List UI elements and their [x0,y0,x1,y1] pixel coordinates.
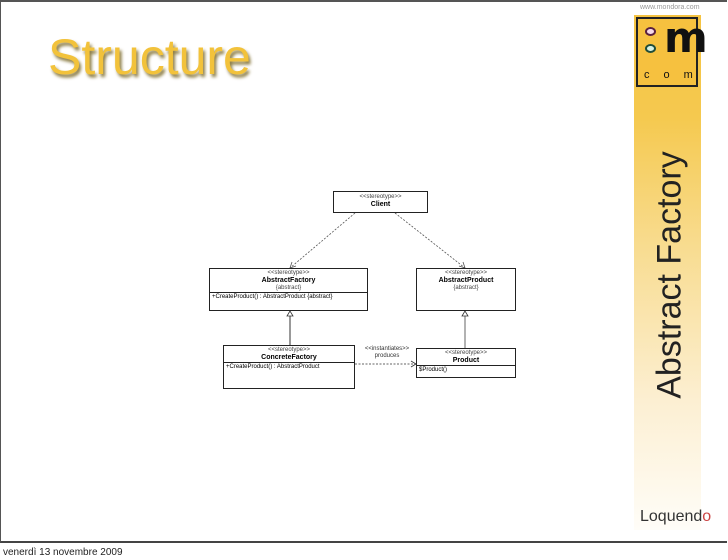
slide-frame [0,0,727,543]
sponsor-name: Loquend [640,508,703,525]
class-operation: $Product() [417,365,515,374]
brand-strip [634,15,701,530]
stereotype: <<stereotype>> [267,347,311,353]
client-to-factory-arrow [289,212,356,269]
stereotype: <<stereotype>> [444,270,488,276]
client-to-product-arrow [394,212,466,269]
logo-dot-icon [645,27,656,36]
class-concrete-factory: <<stereotype>> ConcreteFactory +CreatePr… [223,345,355,389]
footer-date: venerdì 13 novembre 2009 [3,547,123,558]
class-client: <<stereotype>> Client [333,191,428,213]
logo-com: com [644,69,707,81]
class-product: <<stereotype>> Product $Product() [416,348,516,378]
sponsor-name-last: o [702,508,712,525]
class-abstract-product: <<stereotype>> AbstractProduct {abstract… [416,268,516,311]
class-name: AbstractProduct [438,277,494,284]
class-note: {abstract} [275,285,302,291]
relation-name: produces [374,353,400,359]
mondora-logo: m com [636,13,708,87]
logo-letter: m [664,13,708,62]
relation-label: <<instantiates>> produces [362,346,412,360]
logo-dot-icon [645,44,656,53]
slide-title: Structure [48,29,251,85]
relation-stereotype: <<instantiates>> [364,346,410,352]
class-name: AbstractFactory [261,277,316,284]
class-name: Client [370,201,391,208]
class-note: {abstract} [453,285,479,291]
class-name: Product [452,357,480,364]
stereotype: <<stereotype>> [267,270,310,276]
stereotype: <<stereotype>> [359,194,402,200]
brand-url: www.mondora.com [640,4,700,11]
class-operation: +CreateProduct() : AbstractProduct [224,362,354,371]
stereotype: <<stereotype>> [444,350,488,356]
class-name: ConcreteFactory [261,354,317,361]
class-abstract-factory: <<stereotype>> AbstractFactory {abstract… [209,268,368,311]
loquendo-logo: Loquendo [640,508,711,526]
class-operation: +CreateProduct() : AbstractProduct {abst… [210,292,367,301]
